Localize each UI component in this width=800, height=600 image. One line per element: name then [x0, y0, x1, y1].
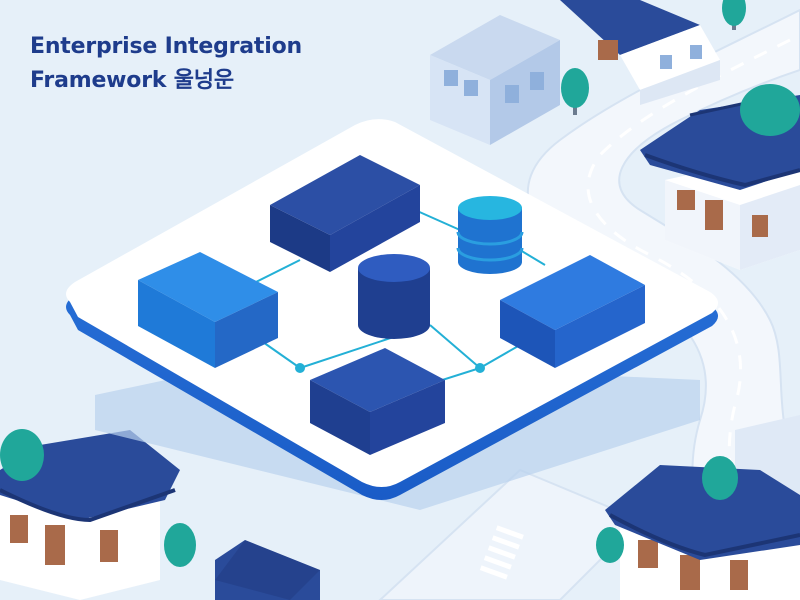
server-block-icon — [270, 155, 420, 272]
tree-icon — [164, 523, 196, 567]
modern-house-icon — [430, 15, 560, 145]
title-line-2: Framework 울넝운 — [30, 68, 234, 93]
tree-icon — [561, 68, 589, 115]
tree-icon — [702, 456, 738, 500]
tree-icon — [596, 527, 624, 563]
tree-icon — [740, 84, 800, 136]
modern-house-icon — [215, 540, 320, 600]
modern-house-icon — [560, 0, 720, 105]
title-line-1: Enterprise Integration — [30, 34, 302, 59]
page-title: Enterprise Integration Framework 울넝운 — [30, 30, 302, 98]
server-block-icon — [500, 255, 645, 368]
tree-icon — [722, 0, 746, 30]
crosswalk-icon — [479, 525, 524, 580]
hanok-house-icon — [0, 430, 180, 600]
server-block-icon — [138, 252, 278, 368]
hanok-house-icon — [605, 465, 800, 600]
connector-nodes — [295, 363, 485, 373]
database-cylinder-icon — [456, 196, 524, 274]
server-block-icon — [310, 348, 445, 455]
database-cylinder-icon — [358, 254, 430, 339]
tree-icon — [0, 429, 44, 481]
